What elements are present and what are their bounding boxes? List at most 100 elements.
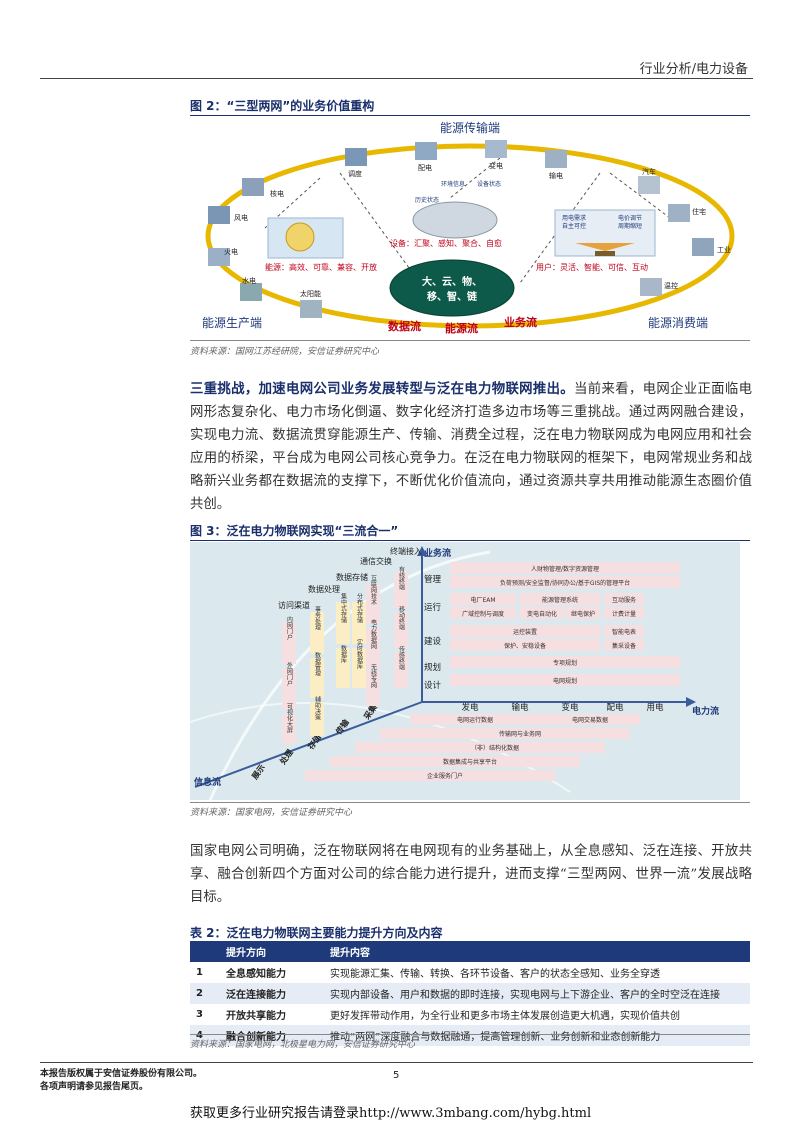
svg-text:有线终端: 有线终端: [398, 565, 405, 591]
figure3-title: 图 3：泛在电力物联网实现“三流合一”: [190, 524, 399, 538]
svg-text:变电自动化: 变电自动化: [527, 610, 557, 618]
svg-text:传感终端: 传感终端: [398, 645, 405, 671]
svg-text:计费计量: 计费计量: [612, 610, 636, 618]
svg-text:设计: 设计: [424, 680, 442, 691]
svg-text:变电: 变电: [489, 161, 503, 170]
table2-source: 资料来源：国家电网，北极星电力网，安信证券研究中心: [190, 1040, 416, 1050]
figure3-diagram: 业务流 电力流 信息流 管理 运行 建设 规划 设计 人财物管理/数字资源管理 …: [190, 542, 740, 800]
svg-text:火电: 火电: [224, 247, 238, 256]
svg-text:外网门户: 外网门户: [286, 661, 293, 687]
svg-text:电力数据网: 电力数据网: [370, 618, 377, 650]
axis-power-flow: 电力流: [692, 705, 719, 717]
svg-text:内网门户: 内网门户: [286, 615, 293, 641]
svg-text:运控装置: 运控装置: [513, 628, 537, 636]
device-hub: [412, 201, 498, 239]
axis-business-flow: 业务流: [424, 547, 451, 559]
svg-text:水电: 水电: [242, 276, 256, 285]
table-row: 1 全息感知能力 实现能源汇集、传输、转换、各环节设备、客户的状态全感知、业务全…: [196, 967, 660, 980]
figure3-bottom-rule: [190, 802, 750, 803]
figure2-top-rule: [190, 115, 750, 116]
svg-text:移、智、链: 移、智、链: [427, 290, 478, 303]
left-box-text: 能源：高效、可靠、兼容、开放: [265, 262, 377, 272]
svg-text:辅助决策: 辅助决策: [314, 695, 321, 721]
node-thumbnails: [208, 140, 714, 318]
figure2-bottom-rule: [190, 340, 750, 341]
svg-text:运行: 运行: [424, 602, 442, 613]
paragraph-lead: 三重挑战，加速电网公司业务发展转型与泛在电力物联网推出。: [190, 382, 575, 397]
footer-copyright: 本报告版权属于安信证券股份有限公司。 各项声明请参见报告尾页。: [40, 1069, 203, 1092]
svg-text:企业服务门户: 企业服务门户: [427, 772, 463, 780]
report-section-header: 行业分析/电力设备: [639, 62, 748, 77]
figure2-diagram: 能源传输端 能源生产端 能源消费端 调度 配电 变电 输电 核电 风电 火电 水…: [202, 120, 735, 335]
svg-text:汽车: 汽车: [642, 167, 656, 176]
paragraph-three-challenges: 三重挑战，加速电网公司业务发展转型与泛在电力物联网推出。当前来看，电网企业正面临…: [190, 378, 752, 516]
footer-divider: [40, 1062, 753, 1063]
svg-text:调度: 调度: [348, 169, 362, 178]
flow-data: 数据流: [388, 319, 421, 333]
svg-text:负荷预测/安全监督/协同办公/基于GIS的管理平台: 负荷预测/安全监督/协同办公/基于GIS的管理平台: [500, 579, 630, 587]
svg-text:事务处理: 事务处理: [314, 605, 321, 630]
svg-text:电厂EAM: 电厂EAM: [470, 596, 495, 604]
header-content: 提升内容: [324, 941, 750, 962]
page-number: 5: [393, 1070, 400, 1081]
capability-table: 提升方向 提升内容 1 全息感知能力 实现能源汇集、传输、转换、各环节设备、客户…: [190, 941, 750, 1046]
svg-text:数据库: 数据库: [340, 644, 347, 664]
svg-text:工业: 工业: [717, 245, 731, 254]
svg-text:集中式存储: 集中式存储: [340, 592, 347, 624]
svg-text:住宅: 住宅: [692, 207, 706, 216]
flow-business: 业务流: [504, 315, 537, 329]
svg-text:输电: 输电: [549, 171, 563, 180]
svg-text:环境信息: 环境信息: [441, 180, 465, 188]
svg-text:能源管理系统: 能源管理系统: [542, 596, 578, 604]
svg-text:集采设备: 集采设备: [612, 642, 636, 650]
svg-text:实时数据库: 实时数据库: [356, 638, 363, 670]
svg-text:互联网技术: 互联网技术: [370, 575, 377, 606]
center-core: [389, 259, 515, 317]
svg-text:配电: 配电: [606, 702, 624, 713]
svg-text:互动服务: 互动服务: [612, 596, 636, 604]
svg-text:风电: 风电: [234, 213, 248, 222]
header-divider: [40, 78, 753, 79]
right-box-text: 用户：灵活、智能、可信、互动: [536, 262, 648, 272]
svg-text:太阳能: 太阳能: [300, 289, 321, 298]
svg-text:设备状态: 设备状态: [477, 180, 501, 188]
svg-text:核电: 核电: [270, 189, 284, 198]
svg-text:专项规划: 专项规划: [553, 659, 577, 667]
table-header-row: 提升方向 提升内容: [190, 941, 750, 962]
footer-download-link[interactable]: 获取更多行业研究报告请登录http://www.3mbang.com/hybg.…: [190, 1106, 592, 1121]
svg-text:无线专网: 无线专网: [370, 664, 377, 689]
svg-text:访问渠道: 访问渠道: [278, 600, 310, 610]
svg-text:终端接入: 终端接入: [390, 546, 422, 556]
svg-text:继电保护: 继电保护: [571, 610, 595, 618]
svg-text:大、云、物、: 大、云、物、: [422, 275, 482, 288]
label-transmission-end: 能源传输端: [440, 120, 500, 135]
svg-text:周期缩短: 周期缩短: [618, 222, 642, 230]
svg-text:保护、安稳设备: 保护、安稳设备: [504, 642, 546, 650]
svg-text:传输网与业务网: 传输网与业务网: [499, 730, 541, 738]
figure3-source: 资料来源：国家电网，安信证券研究中心: [190, 808, 353, 818]
svg-text:变电: 变电: [561, 702, 579, 713]
svg-text:发电: 发电: [461, 702, 479, 713]
svg-text:配电: 配电: [418, 163, 432, 172]
flow-energy: 能源流: [445, 321, 478, 335]
ellipse-ring: [205, 143, 735, 329]
label-consumption-end: 能源消费端: [648, 316, 708, 330]
svg-text:电网交易数据: 电网交易数据: [572, 716, 608, 724]
figure2-title: 图 2：“三型两网”的业务价值重构: [190, 99, 375, 113]
svg-text:用电需求: 用电需求: [562, 214, 586, 222]
svg-text:规划: 规划: [424, 662, 441, 673]
label-production-end: 能源生产端: [202, 316, 262, 330]
svg-text:建设: 建设: [424, 636, 442, 647]
header-direction: 提升方向: [220, 941, 324, 962]
svg-text:数据管理: 数据管理: [314, 651, 321, 676]
svg-text:自主可控: 自主可控: [562, 222, 586, 230]
svg-text:电网运行数据: 电网运行数据: [457, 716, 493, 724]
svg-text:广域控制与调度: 广域控制与调度: [462, 610, 504, 618]
table-row: 3 开放共享能力 更好发挥带动作用，为全行业和更多市场主体发展创造更大机遇，实现…: [196, 1009, 680, 1022]
svg-text:电网规划: 电网规划: [553, 677, 577, 685]
svg-text:电价调节: 电价调节: [618, 214, 642, 222]
svg-text:智能电表: 智能电表: [612, 628, 636, 636]
svg-text:数据集成与共享平台: 数据集成与共享平台: [443, 758, 497, 766]
paragraph-body: 当前来看，电网企业正面临电网形态复杂化、电力市场化倒逼、数字化经济打造多边市场等…: [190, 382, 753, 512]
svg-text:数据处理: 数据处理: [308, 584, 340, 594]
